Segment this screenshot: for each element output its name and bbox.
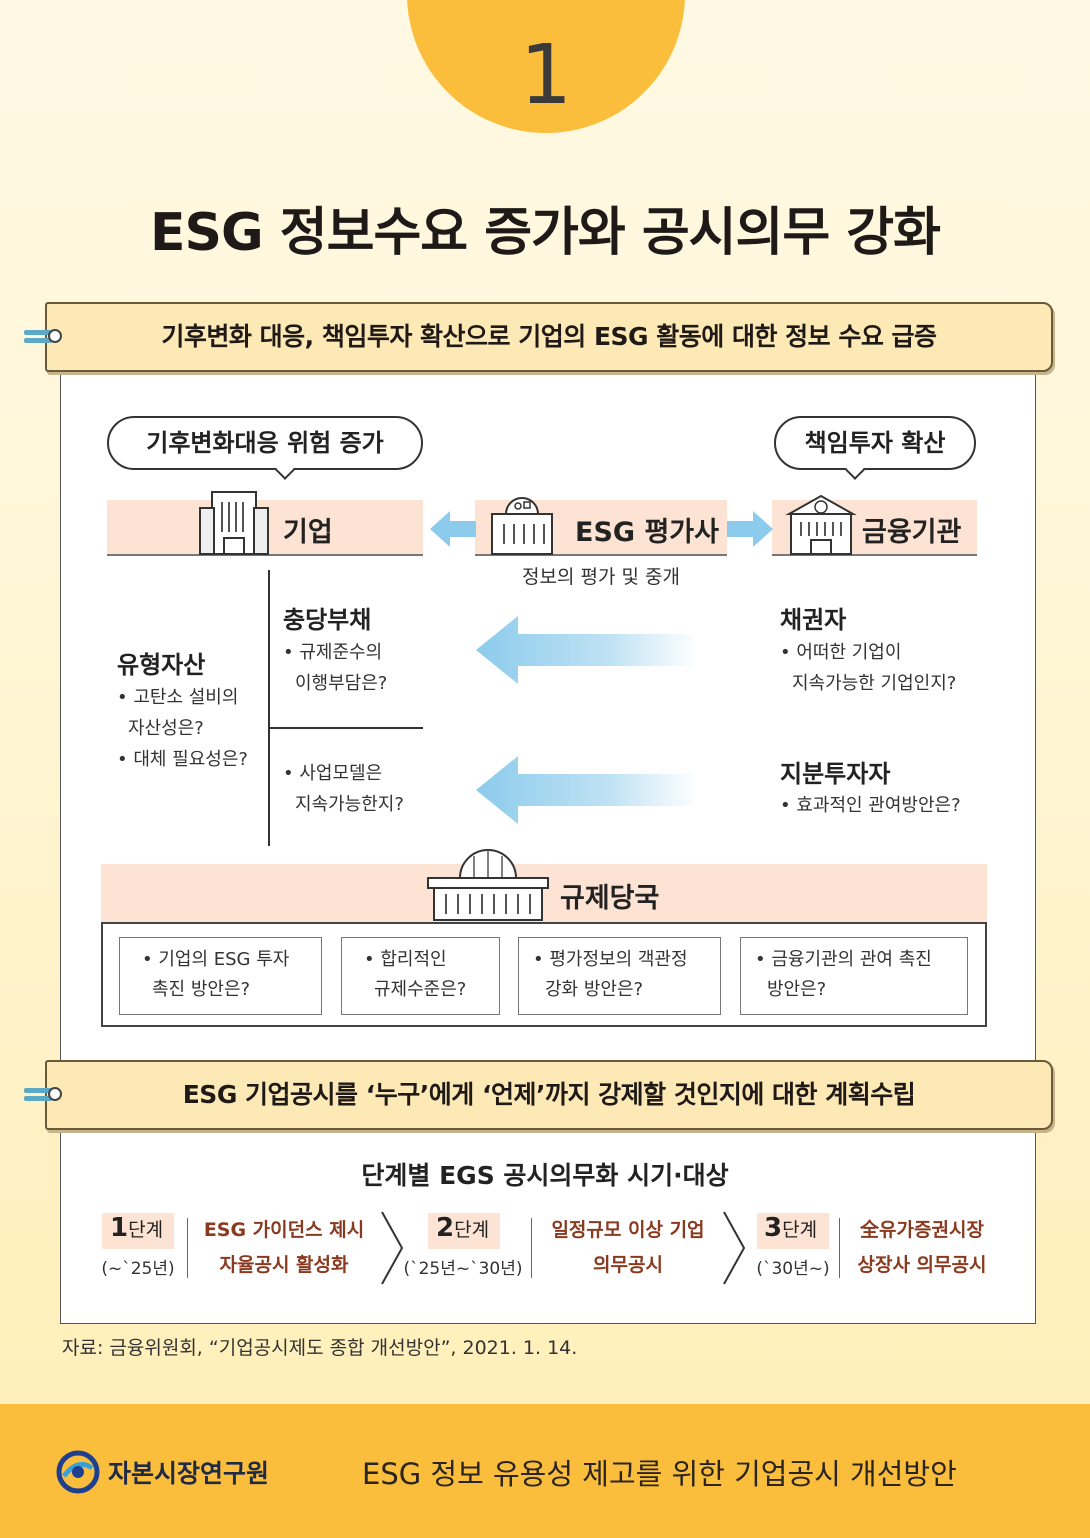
regulator-question-4: • 금융기관의 관여 촉진 방안은? [740,937,968,1015]
rating-sublabel: 정보의 평가 및 중개 [522,566,680,588]
question-line: 촉진 방안은? [152,979,251,1000]
divider-horizontal [269,727,423,729]
stage-1-number: 1단계 [110,1213,163,1243]
stage-3-line1: 全유가증권시장 [860,1219,984,1241]
tangible-bullet-2: • 대체 필요성은? [117,749,248,770]
stage-2-line1: 일정규모 이상 기업 [551,1219,705,1241]
section-number: 1 [519,28,573,123]
ribbon-text-2: ESG 기업공시를 ‘누구’에게 ‘언제’까지 강제할 것인지에 대한 계획수립 [182,1080,916,1109]
stage-3-badge [757,1213,829,1249]
tangible-bullet-1-cont: 자산성은? [128,718,204,739]
stage-1-period: (~`25년) [101,1259,175,1279]
big-arrow-left-icon [476,616,698,684]
ribbon-banner-2 [45,1060,1053,1130]
liability-bullet-1: • 규제준수의 [283,642,383,663]
question-line: 강화 방안은? [545,979,644,1000]
stage-divider [839,1218,840,1278]
rating-label: ESG 평가사 [575,517,719,548]
stage-2-badge [428,1213,500,1249]
stage-label: 단계 [454,1219,490,1241]
ribbon-banner-1 [45,302,1053,372]
stage-1-line1: ESG 가이던스 제시 [203,1219,365,1241]
footer-org-name: 자본시장연구원 [108,1459,270,1488]
source-note: 자료: 금융위원회, “기업공시제도 종합 개선방안”, 2021. 1. 14… [62,1337,578,1359]
stage-2-period: (`25년~`30년) [403,1259,523,1279]
question-line: 규제수준은? [374,979,467,1000]
business-model-bullet-cont: 지속가능한지? [295,794,404,815]
bank-building-icon [785,490,857,558]
regulator-question-3: • 평가정보의 객관정 강화 방안은? [518,937,721,1015]
regulator-label: 규제당국 [560,883,660,914]
liabilities-heading: 충당부채 [283,606,372,634]
stage-label: 단계 [782,1219,818,1241]
regulator-building-icon [424,842,552,924]
stage-number: 3 [764,1213,783,1243]
stage-divider [187,1218,188,1278]
tangible-assets-heading: 유형자산 [117,651,206,679]
company-building-icon [196,488,272,558]
chevron-right-icon [380,1210,404,1286]
stage-number: 1 [110,1213,129,1243]
divider-vertical [268,570,270,846]
company-label: 기업 [283,517,333,548]
regulator-question-1: • 기업의 ESG 투자 촉진 방안은? [119,937,322,1015]
tangible-bullet-1: • 고탄소 설비의 [117,687,239,708]
rating-agency-icon [488,488,556,558]
creditor-bullet-1-cont: 지속가능한 기업인지? [792,673,957,694]
stages-title: 단계별 EGS 공시의무화 시기·대상 [361,1161,729,1190]
liability-bullet-1-cont: 이행부담은? [295,673,388,694]
question-line: • 평가정보의 객관정 [533,949,688,970]
page-title: ESG 정보수요 증가와 공시의무 강화 [150,203,941,263]
stage-2-line2: 의무공시 [593,1254,663,1276]
equity-bullet-1: • 효과적인 관여방안은? [780,795,961,816]
equity-investor-heading: 지분투자자 [780,760,891,788]
paperclip-icon [24,327,66,347]
stage-divider [531,1218,532,1278]
stage-3-line2: 상장사 의무공시 [857,1254,987,1276]
question-line: • 금융기관의 관여 촉진 [755,949,932,970]
kcmi-logo-icon [56,1450,100,1494]
stage-3-number: 3단계 [764,1213,817,1243]
bubble-responsible-investment: 책임투자 확산 [774,416,976,470]
question-line: 방안은? [767,979,827,1000]
finance-label: 금융기관 [862,517,962,548]
big-arrow-left-icon [476,756,698,824]
arrow-left-icon [430,509,476,549]
question-line: • 합리적인 [364,949,447,970]
ribbon-text-1: 기후변화 대응, 책임투자 확산으로 기업의 ESG 활동에 대한 정보 수요 … [161,322,937,351]
footer-bar [0,1404,1090,1538]
stage-1-badge [102,1213,174,1249]
arrow-right-icon [727,509,773,549]
question-line: • 기업의 ESG 투자 [142,949,290,970]
stage-number: 2 [436,1213,455,1243]
creditor-bullet-1: • 어떠한 기업이 [780,642,902,663]
regulator-band [101,864,987,922]
footer-doc-title: ESG 정보 유용성 제고를 위한 기업공시 개선방안 [362,1457,957,1491]
chevron-right-icon [722,1210,746,1286]
stage-1-line2: 자율공시 활성화 [219,1254,349,1276]
creditor-heading: 채권자 [780,606,847,634]
stage-2-number: 2단계 [436,1213,489,1243]
bubble-climate-risk: 기후변화대응 위험 증가 [107,416,423,470]
business-model-bullet: • 사업모델은 [283,763,383,784]
regulator-question-2: • 합리적인 규제수준은? [341,937,500,1015]
paperclip-icon [24,1085,66,1105]
stage-label: 단계 [128,1219,164,1241]
stage-3-period: (`30년~) [756,1259,830,1279]
